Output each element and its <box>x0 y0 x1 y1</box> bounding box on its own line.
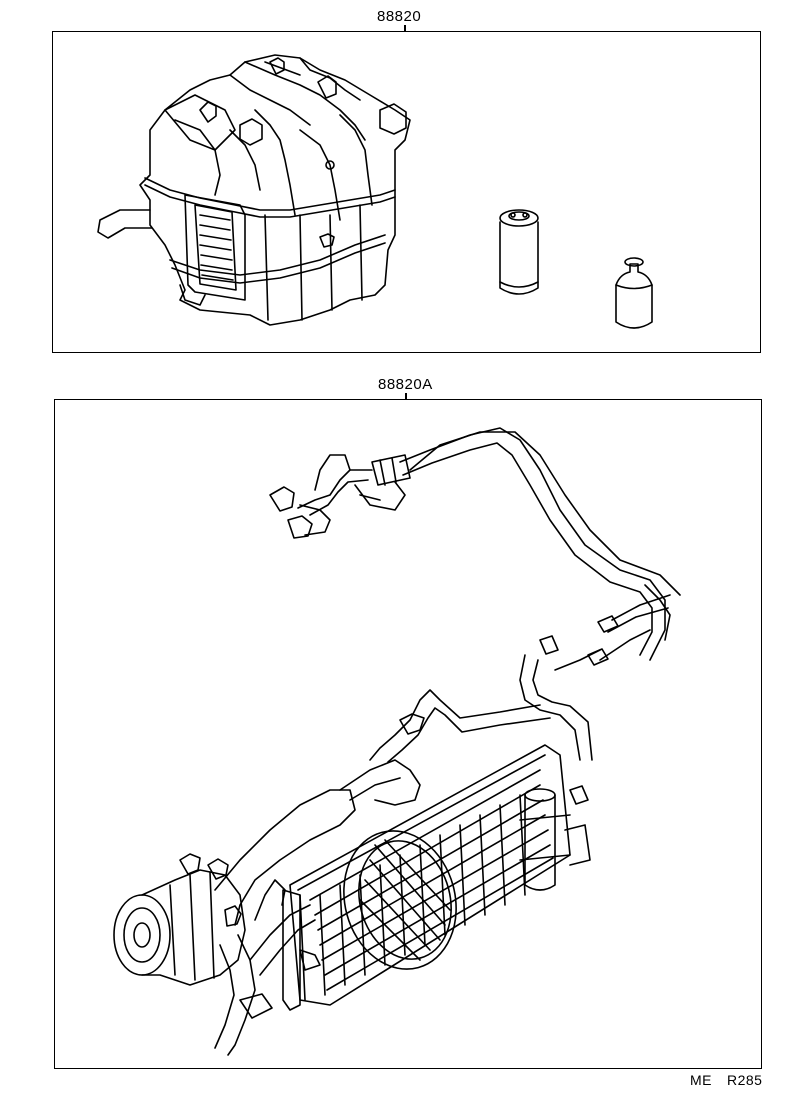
refrigerant-hoses-illustration <box>269 427 681 763</box>
leader-line-top <box>404 25 406 32</box>
leader-line-bottom <box>405 393 407 400</box>
compressor-illustration <box>113 759 421 1056</box>
heater-unit-illustration <box>97 54 411 326</box>
part-number-label-bottom: 88820A <box>378 376 433 393</box>
footer-code-left: ME <box>690 1072 712 1088</box>
assembly-frame-top <box>52 31 761 353</box>
receiver-drier-illustration <box>499 209 539 295</box>
condenser-illustration <box>282 744 591 1011</box>
refrigerant-can-illustration <box>615 257 653 329</box>
assembly-frame-bottom <box>54 399 762 1069</box>
footer-code-right: R285 <box>727 1072 763 1088</box>
part-number-label-top: 88820 <box>377 8 422 25</box>
